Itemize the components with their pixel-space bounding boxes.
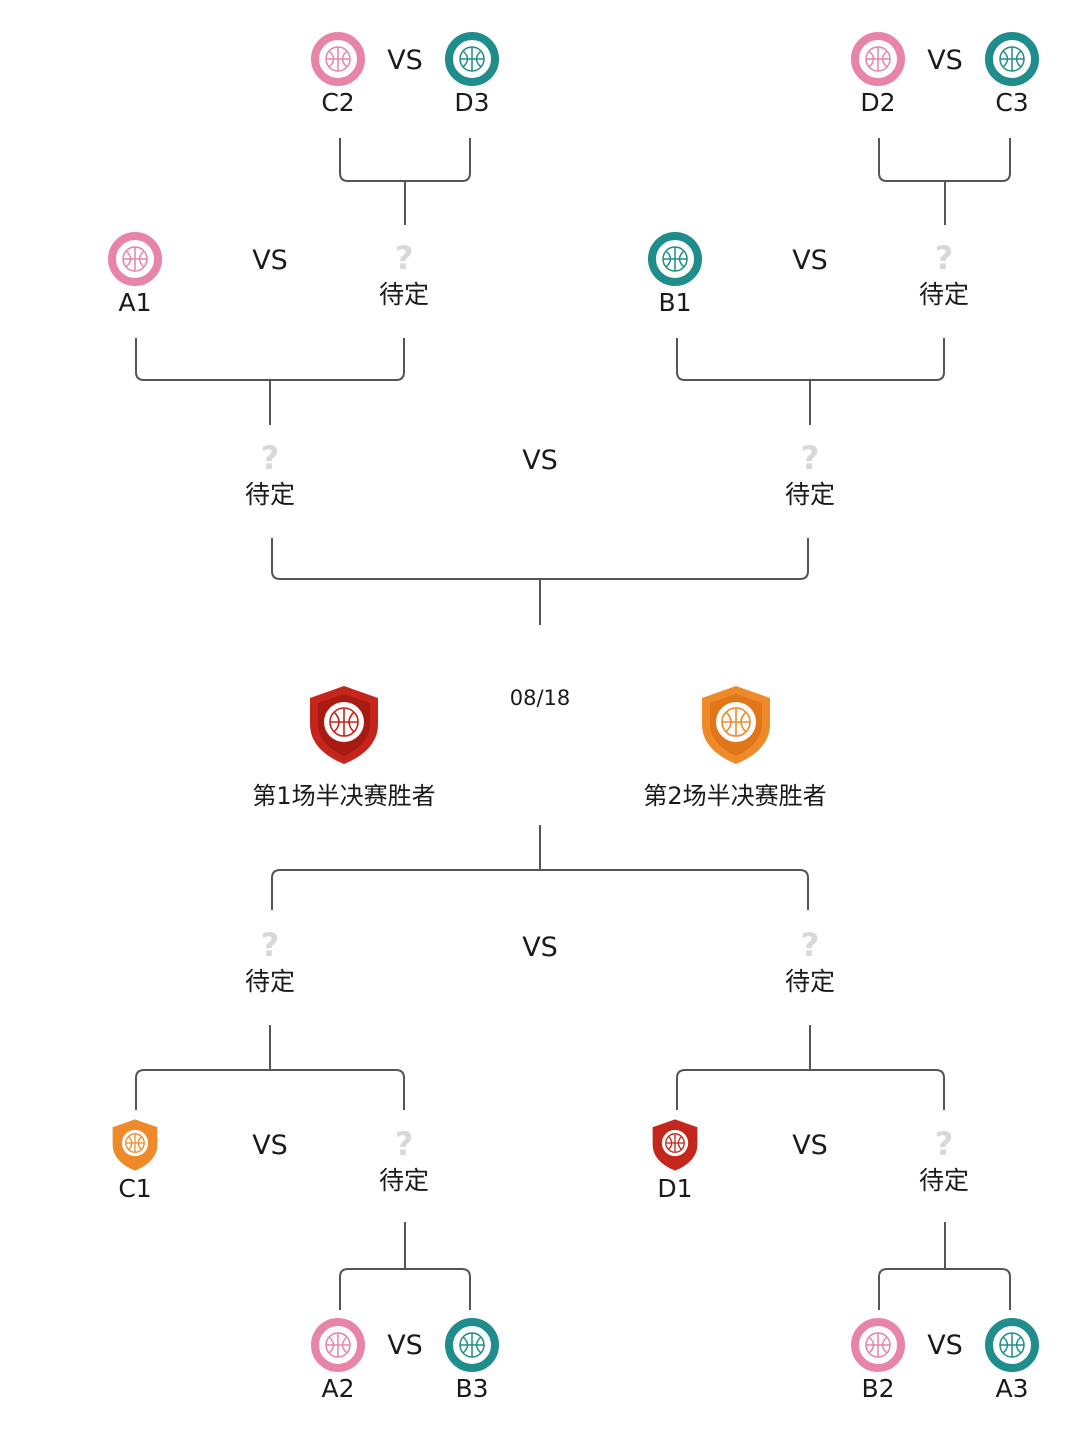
vs-label: VS	[927, 45, 963, 76]
team-label: C2	[321, 88, 355, 117]
team-c3[interactable]: C3	[952, 32, 1072, 118]
final-right-team[interactable]	[676, 684, 796, 766]
final-right-label: 第2场半决赛胜者	[643, 782, 827, 810]
final-date: 08/18	[509, 686, 571, 710]
basketball-icon	[108, 232, 162, 286]
vs-label: VS	[927, 1330, 963, 1361]
question-mark-icon: ?	[394, 239, 414, 277]
team-label: B2	[861, 1374, 895, 1403]
connector-top-left-qualifier	[339, 138, 471, 225]
team-label: A2	[321, 1374, 355, 1403]
team-label: 待定	[244, 480, 295, 509]
vs-label: VS	[522, 445, 558, 476]
team-d1[interactable]: D1	[615, 1118, 735, 1204]
question-mark-icon: ?	[800, 926, 820, 964]
orange-shield-basketball-icon	[112, 1119, 158, 1171]
team-label: D1	[657, 1174, 693, 1203]
team-pending[interactable]: ? 待定	[750, 925, 870, 997]
team-b2[interactable]: B2	[818, 1318, 938, 1404]
final-left-team[interactable]	[284, 684, 404, 766]
team-label: 待定	[244, 967, 295, 996]
final-left-label: 第1场半决赛胜者	[252, 782, 436, 810]
question-mark-icon: ?	[934, 239, 954, 277]
team-b3[interactable]: B3	[412, 1318, 532, 1404]
vs-label: VS	[792, 245, 828, 276]
team-label: 待定	[918, 1166, 969, 1195]
connector-top-right-qualifier	[878, 138, 1011, 225]
basketball-icon	[851, 32, 905, 86]
team-a3[interactable]: A3	[952, 1318, 1072, 1404]
team-label: A1	[118, 288, 152, 317]
question-mark-icon: ?	[394, 1125, 414, 1163]
basketball-icon	[985, 1318, 1039, 1372]
team-pending[interactable]: ? 待定	[344, 1124, 464, 1196]
team-pending[interactable]: ? 待定	[884, 1124, 1004, 1196]
team-c1[interactable]: C1	[75, 1118, 195, 1204]
team-label: 待定	[784, 480, 835, 509]
team-label: A3	[995, 1374, 1029, 1403]
team-a2[interactable]: A2	[278, 1318, 398, 1404]
connector-bottom-left-qualifier	[339, 1222, 471, 1310]
red-shield-basketball-icon	[310, 686, 378, 764]
team-pending[interactable]: ? 待定	[884, 238, 1004, 310]
basketball-icon	[311, 1318, 365, 1372]
question-mark-icon: ?	[934, 1125, 954, 1163]
team-d3[interactable]: D3	[412, 32, 532, 118]
vs-label: VS	[522, 932, 558, 963]
team-label: C3	[995, 88, 1029, 117]
team-label: 待定	[378, 280, 429, 309]
vs-label: VS	[252, 1130, 288, 1161]
connector-top-right-quarter	[676, 338, 945, 425]
team-label: 待定	[918, 280, 969, 309]
question-mark-icon: ?	[260, 926, 280, 964]
team-b1[interactable]: B1	[615, 232, 735, 318]
connector-top-semifinal	[271, 538, 809, 625]
connector-bottom-right-qualifier	[878, 1222, 1011, 1310]
team-c2[interactable]: C2	[278, 32, 398, 118]
connector-bottom-left-quarter	[135, 1025, 405, 1110]
team-label: 待定	[784, 967, 835, 996]
team-d2[interactable]: D2	[818, 32, 938, 118]
team-pending[interactable]: ? 待定	[210, 438, 330, 510]
team-pending[interactable]: ? 待定	[344, 238, 464, 310]
question-mark-icon: ?	[260, 439, 280, 477]
team-label: C1	[118, 1174, 152, 1203]
vs-label: VS	[387, 45, 423, 76]
red-shield-basketball-icon	[652, 1119, 698, 1171]
team-label: D2	[860, 88, 896, 117]
team-a1[interactable]: A1	[75, 232, 195, 318]
connector-bottom-right-quarter	[676, 1025, 945, 1110]
orange-shield-basketball-icon	[702, 686, 770, 764]
team-label: 待定	[378, 1166, 429, 1195]
basketball-icon	[445, 32, 499, 86]
basketball-icon	[445, 1318, 499, 1372]
basketball-icon	[311, 32, 365, 86]
team-pending[interactable]: ? 待定	[210, 925, 330, 997]
team-label: B3	[455, 1374, 489, 1403]
question-mark-icon: ?	[800, 439, 820, 477]
basketball-icon	[985, 32, 1039, 86]
vs-label: VS	[252, 245, 288, 276]
team-pending[interactable]: ? 待定	[750, 438, 870, 510]
team-label: D3	[454, 88, 490, 117]
vs-label: VS	[387, 1330, 423, 1361]
connector-bottom-semifinal	[271, 825, 809, 910]
team-label: B1	[658, 288, 692, 317]
basketball-icon	[851, 1318, 905, 1372]
connector-top-left-quarter	[135, 338, 405, 425]
vs-label: VS	[792, 1130, 828, 1161]
basketball-icon	[648, 232, 702, 286]
